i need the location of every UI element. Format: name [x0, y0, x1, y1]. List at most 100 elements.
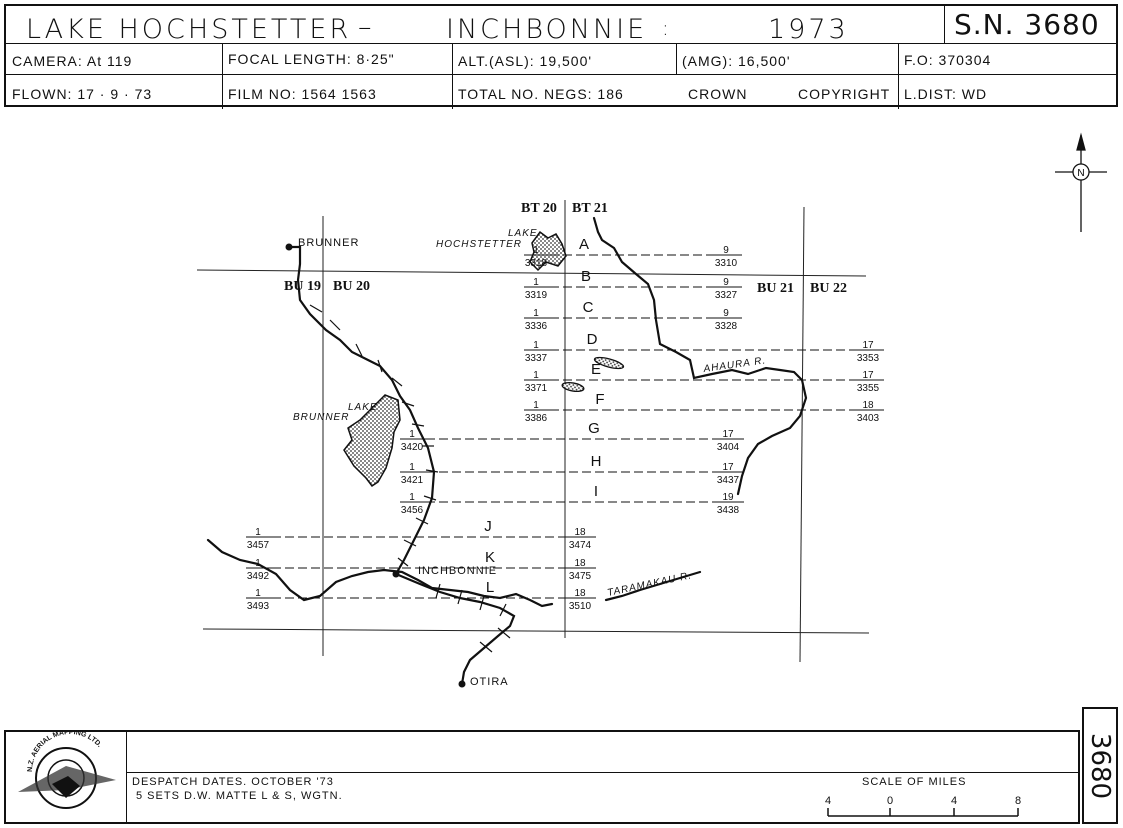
sheet-number-box: 3680 — [1082, 707, 1118, 824]
strip-end-run: 17 — [722, 462, 734, 473]
strip-end-run: 9 — [723, 308, 729, 319]
scale-bar: 4 0 4 8 — [825, 795, 1021, 817]
strip-start-run: 1 — [409, 492, 415, 503]
strip-end-photo: 3475 — [569, 571, 592, 582]
lake-hochstetter — [529, 230, 567, 272]
strip-start-run: 1 — [533, 340, 539, 351]
lake-label-brunner-1: LAKE — [348, 402, 378, 413]
inchbonnie-marker — [392, 570, 400, 578]
scale-tick-label: 0 — [887, 795, 893, 807]
alt-amg-field: (AMG): 16,500' — [682, 53, 791, 69]
fo-field: F.O: 370304 — [904, 52, 992, 68]
strip-end-run: 18 — [574, 558, 586, 569]
strip-end-run: 17 — [722, 429, 734, 440]
place-label-otira: OTIRA — [470, 676, 509, 688]
strip-letter: J — [484, 518, 492, 535]
strip-letter: I — [594, 483, 598, 500]
divider — [6, 43, 1116, 44]
grid-label-bu21: BU 21 — [757, 281, 794, 296]
divider — [944, 6, 945, 43]
place-label-inchbonnie: INCHBONNIE — [418, 565, 497, 577]
strip-end-photo: 3310 — [715, 258, 738, 269]
l-dist-field: L.DIST: WD — [904, 86, 988, 102]
small-lake — [593, 356, 625, 370]
grid-line-south — [202, 628, 870, 634]
strip-end-photo: 3510 — [569, 601, 592, 612]
title-year: 1973 — [768, 14, 849, 45]
grid-label-bt20: BT 20 — [521, 201, 557, 216]
sheet-number: S.N. 3680 — [954, 8, 1100, 41]
ahaura-river — [592, 216, 808, 496]
strip-letter: E — [591, 361, 601, 378]
strip-letter: H — [591, 453, 602, 470]
scale-tick-label: 4 — [825, 795, 831, 807]
grid-label-bu20: BU 20 — [333, 279, 370, 294]
rivers — [206, 216, 808, 608]
strip-letter: K — [485, 549, 495, 566]
lake-label-hochstetter-1: LAKE — [508, 228, 538, 239]
otira-marker — [458, 680, 466, 688]
divider — [222, 43, 223, 109]
strip-start-photo: 3420 — [401, 442, 424, 453]
alt-asl-field: ALT.(ASL): 19,500' — [458, 53, 593, 69]
strip-start-photo: 3456 — [401, 505, 424, 516]
strip-end-photo: 3474 — [569, 540, 592, 551]
strip-start-photo: 3319 — [525, 290, 548, 301]
title-mid: INCHBONNIE — [446, 14, 648, 45]
strip-letter: L — [486, 579, 494, 596]
strip-end-run: 18 — [862, 400, 874, 411]
title-colon: : — [662, 16, 672, 40]
north-label: N — [1077, 168, 1084, 179]
strip-end-run: 17 — [862, 370, 874, 381]
strip-end-run: 9 — [723, 245, 729, 256]
scale-title: SCALE OF MILES — [862, 776, 967, 788]
north-arrow — [1055, 132, 1107, 232]
grid-label-bt21: BT 21 — [572, 201, 608, 216]
strip-end-photo: 3438 — [717, 505, 740, 516]
scale-tick-label: 8 — [1015, 795, 1021, 807]
divider — [452, 43, 453, 109]
strip-start-run: 1 — [533, 245, 539, 256]
divider — [898, 43, 899, 109]
strip-start-photo: 3371 — [525, 383, 548, 394]
strip-end-run: 18 — [574, 527, 586, 538]
strip-start-run: 1 — [255, 558, 261, 569]
strip-end-run: 9 — [723, 277, 729, 288]
strip-end-photo: 3355 — [857, 383, 880, 394]
strip-letter: D — [587, 331, 598, 348]
divider — [6, 74, 1116, 75]
strip-letter: B — [581, 268, 591, 285]
river-label-ahaura: AHAURA R. — [702, 355, 767, 375]
strip-end-photo: 3353 — [857, 353, 880, 364]
strip-start-run: 1 — [533, 400, 539, 411]
strip-start-photo: 3493 — [247, 601, 270, 612]
strip-start-photo: 3318 — [525, 258, 548, 269]
title-left: LAKE HOCHSTETTER — [26, 14, 352, 45]
strip-end-photo: 3403 — [857, 413, 880, 424]
crown-label: CROWN — [688, 86, 748, 102]
strip-start-photo: 3421 — [401, 475, 424, 486]
strip-start-run: 1 — [409, 429, 415, 440]
copyright-label: COPYRIGHT — [798, 86, 891, 102]
strip-end-run: 19 — [722, 492, 734, 503]
railway-ties — [309, 304, 511, 653]
strip-end-run: 18 — [574, 588, 586, 599]
header-panel: LAKE HOCHSTETTER – INCHBONNIE : 1973 S.N… — [4, 4, 1118, 109]
flown-field: FLOWN: 17 · 9 · 73 — [12, 86, 153, 102]
grid-lines — [196, 200, 870, 663]
strip-start-photo: 3492 — [247, 571, 270, 582]
film-no-field: FILM NO: 1564 1563 — [228, 86, 377, 102]
small-lake — [561, 381, 585, 393]
total-negs-field: TOTAL NO. NEGS: 186 — [458, 86, 624, 102]
railway-line — [289, 245, 516, 685]
strip-start-run: 1 — [533, 308, 539, 319]
divider — [676, 43, 677, 74]
strip-start-photo: 3337 — [525, 353, 548, 364]
despatch-dates: DESPATCH DATES. OCTOBER '73 — [132, 776, 334, 788]
taramakau-river-east — [604, 570, 702, 602]
railway — [289, 245, 516, 685]
flight-strips: 1331893310A1331993327B1333693328C1333717… — [246, 236, 884, 612]
strip-start-photo: 3336 — [525, 321, 548, 332]
strip-start-photo: 3386 — [525, 413, 548, 424]
